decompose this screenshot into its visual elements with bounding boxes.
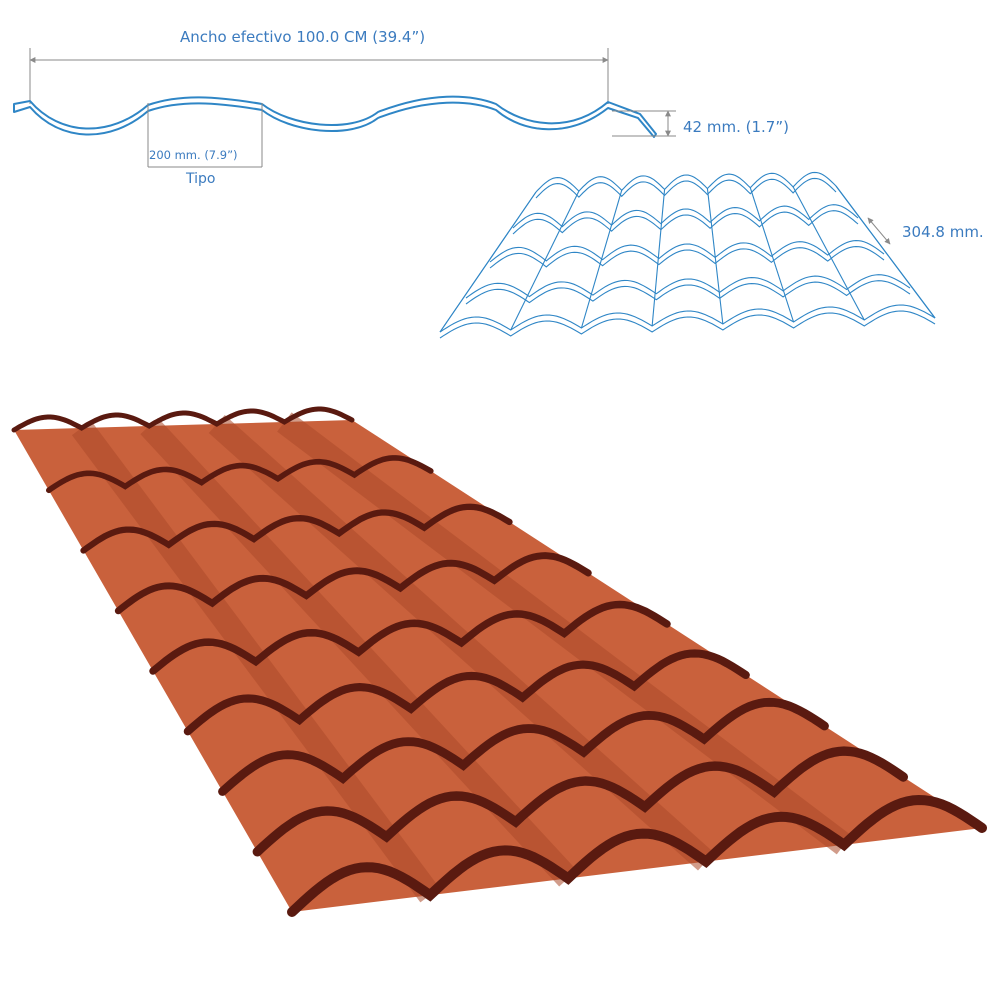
wireframe-course [535, 171, 837, 193]
wireframe-left-edge [439, 191, 537, 333]
sheet-tile-course [80, 503, 513, 554]
sheet-tile-course [252, 746, 908, 857]
wireframe-rib [580, 190, 623, 329]
effective-width-label: Ancho efectivo 100.0 CM (39.4”) [180, 28, 426, 46]
wireframe-course-lip [439, 310, 936, 339]
wireframe-course-lip [489, 246, 885, 269]
wireframe-course-lip [535, 177, 837, 199]
isometric-wireframe [439, 171, 936, 339]
tile-length-dimension-line [867, 217, 891, 245]
wireframe-rib [510, 190, 580, 331]
profile-height-label: 42 mm. (1.7”) [683, 118, 789, 136]
sheet-tile-course [11, 406, 355, 433]
wireframe-rib [749, 187, 795, 323]
wireframe-rib [651, 189, 666, 327]
wireframe-rib [792, 186, 865, 321]
sheet-tile-course [287, 794, 987, 917]
wireframe-course [512, 204, 859, 229]
wireframe-course [439, 304, 936, 333]
type-label: Tipo [186, 171, 216, 187]
wireframe-rib [706, 188, 724, 325]
roof-sheet [11, 406, 987, 917]
wireframe-course [489, 240, 885, 263]
tile-length-label: 304.8 mm. [902, 223, 984, 241]
profile-section [13, 48, 676, 168]
wireframe-course-lip [512, 210, 859, 235]
sheet-tile-course [149, 600, 671, 675]
sheet-tile-course [114, 552, 592, 615]
wave-pitch-label: 200 mm. (7.9”) [149, 148, 238, 162]
sheet-tile-course [46, 455, 434, 494]
wireframe-right-edge [835, 185, 936, 319]
sheet-tile-course [218, 697, 829, 796]
wireframe-course [465, 274, 911, 299]
profile-outline [13, 95, 657, 138]
wireframe-course-lip [465, 280, 911, 305]
sheet-tile-course [183, 649, 750, 736]
